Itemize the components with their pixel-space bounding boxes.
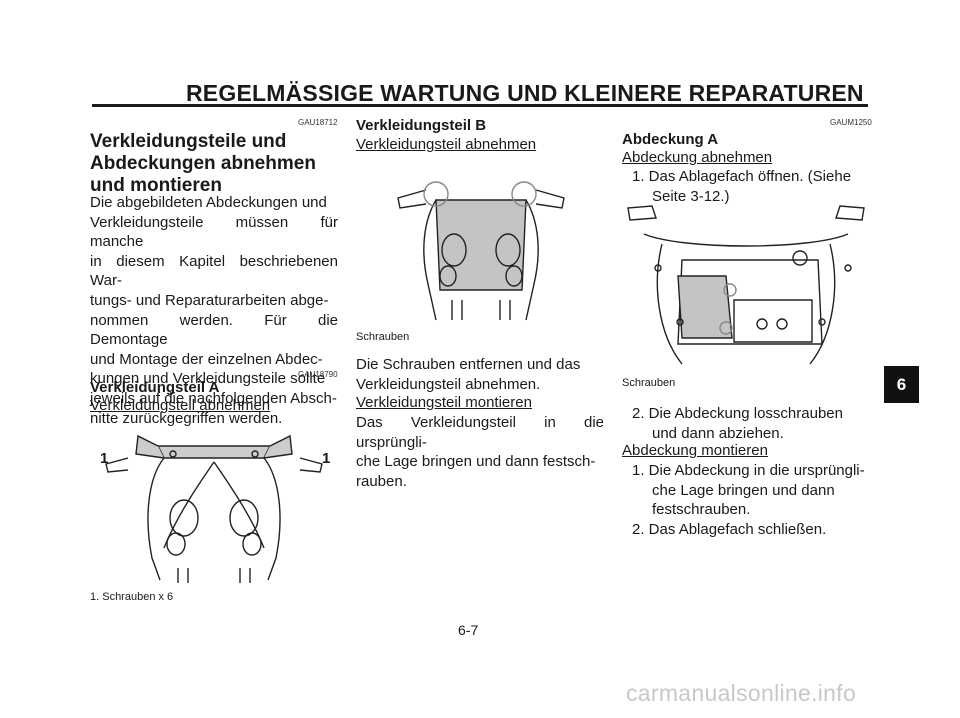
callout-1-left: 1 — [100, 450, 109, 467]
section-code: GAUM1250 — [830, 118, 872, 127]
link-remove-part-a: Verkleidungsteil abnehmen — [90, 397, 271, 414]
figure-caption: Schrauben — [356, 331, 410, 343]
section-code: GAU18790 — [298, 370, 338, 379]
paragraph-install: Das Verkleidungsteil in die ursprüngli- … — [356, 414, 604, 490]
paragraph-remove: Die Schrauben entfernen und das Verkleid… — [356, 356, 581, 393]
page-header-title: REGELMÄSSIGE WARTUNG UND KLEINERE REPARA… — [186, 80, 864, 106]
link-remove-part-b: Verkleidungsteil abnehmen — [356, 136, 537, 153]
step-list-item: 1. Die Abdeckung in die ursprüngli- che … — [632, 462, 865, 519]
header-rule — [92, 104, 868, 107]
link-install-part-b: Verkleidungsteil montieren — [356, 394, 532, 411]
figure-storage-cover — [627, 205, 865, 365]
step-list-item: 2. Das Ablagefach schließen. — [632, 521, 827, 538]
figure-caption: 1. Schrauben x 6 — [90, 591, 174, 603]
section-code: GAU18712 — [298, 118, 338, 127]
chapter-tab: 6 — [884, 366, 919, 403]
figure-fairing-b — [397, 181, 565, 321]
intro-paragraph: Die abgebildeten Abdeckungen und Verklei… — [90, 194, 338, 427]
watermark: carmanualsonline.info — [626, 680, 857, 706]
link-install-cover-a: Abdeckung montieren — [622, 442, 768, 459]
step-list-item: 1. Das Ablagefach öffnen. (Siehe Seite 3… — [632, 168, 852, 205]
page-number: 6-7 — [458, 622, 479, 638]
subheading-part-a: Verkleidungsteil A — [90, 379, 220, 396]
subheading-cover-a: Abdeckung A — [622, 131, 719, 148]
section-heading: Verkleidungsteile und Abdeckungen abnehm… — [90, 131, 316, 196]
link-remove-cover-a: Abdeckung abnehmen — [622, 149, 773, 166]
subheading-part-b: Verkleidungsteil B — [356, 117, 487, 134]
step-list-item: 2. Die Abdeckung losschrauben und dann a… — [632, 405, 843, 442]
figure-fairing-a — [105, 434, 323, 583]
figure-caption: Schrauben — [622, 377, 676, 389]
callout-1-right: 1 — [322, 450, 331, 467]
